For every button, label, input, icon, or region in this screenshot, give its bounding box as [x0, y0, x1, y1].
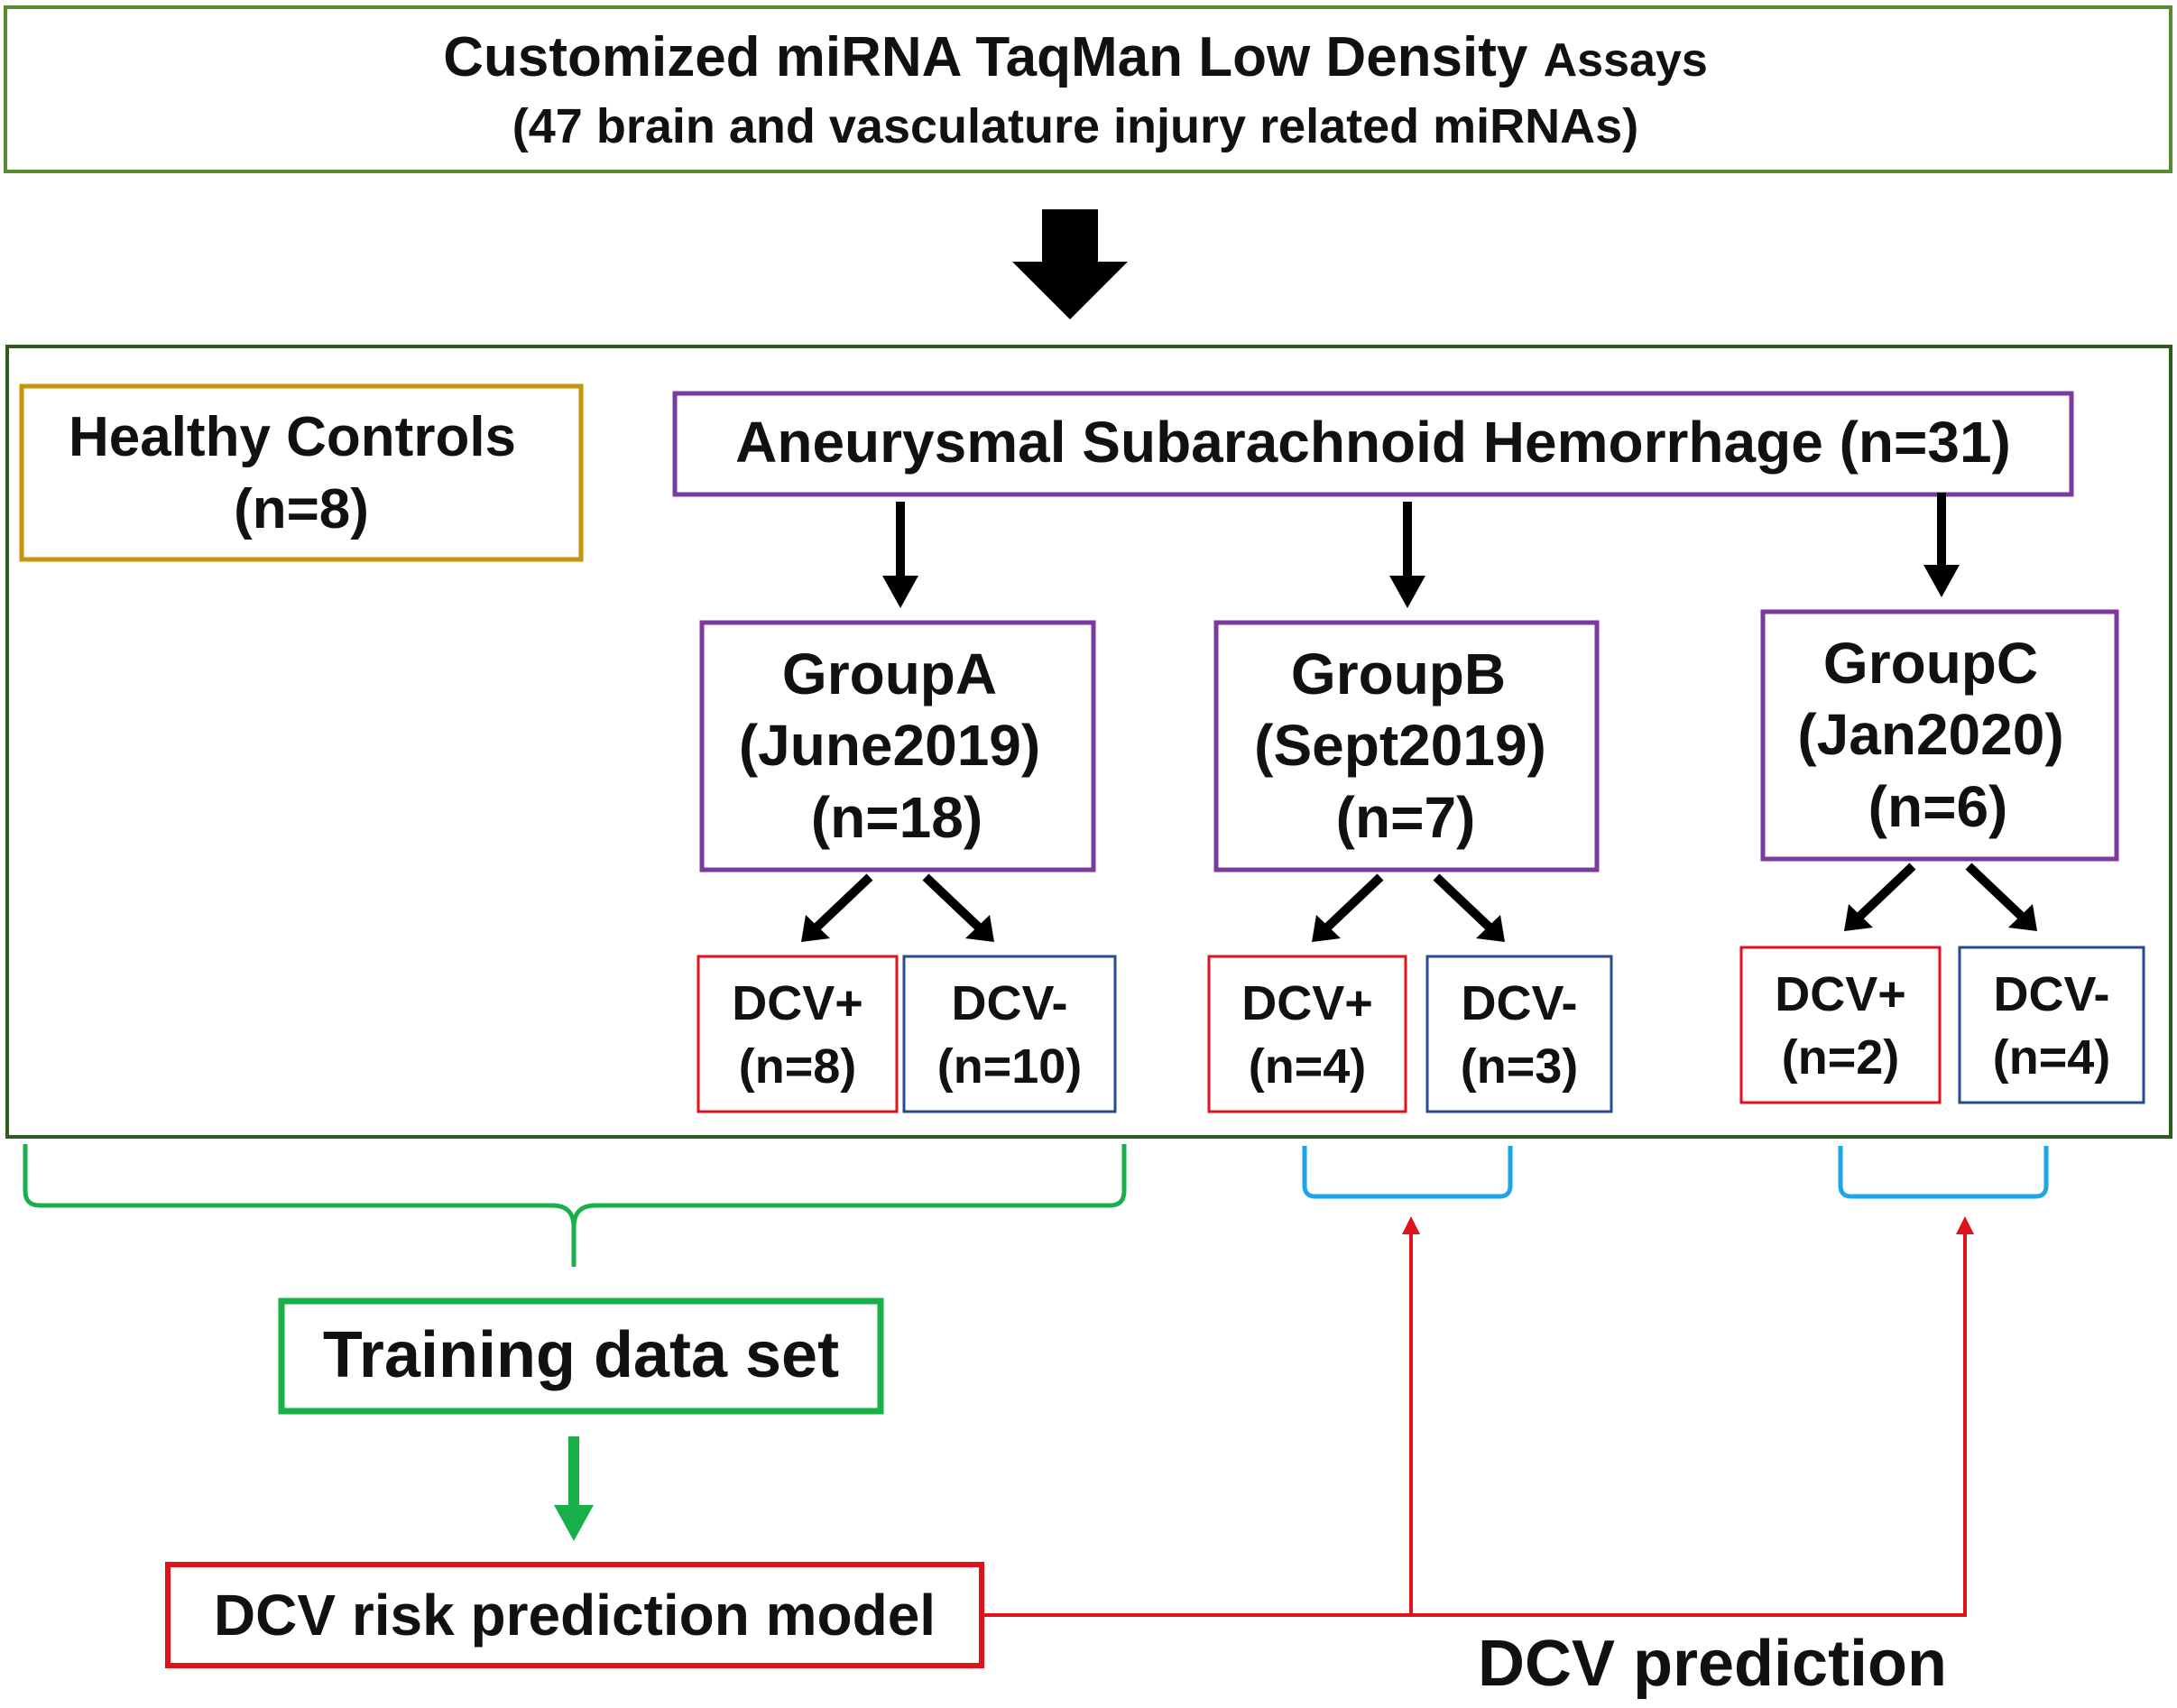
- group-a-box: GroupA (June2019) (n=18): [699, 620, 1096, 872]
- arrow-head-icon: [554, 1505, 594, 1541]
- arrow-head-icon: [2008, 904, 2037, 931]
- group-b-dcv-neg-count: (n=3): [1461, 1039, 1579, 1094]
- group-c-dcv-pos-box: DCV+ (n=2): [1739, 946, 1942, 1104]
- group-c-dcv-neg-label: DCV-: [1993, 967, 2109, 1021]
- group-c-box: GroupC (Jan2020) (n=6): [1760, 609, 2119, 862]
- group-c-dcv-neg-box: DCV- (n=4): [1958, 946, 2145, 1104]
- group-b-dcv-neg-box: DCV- (n=3): [1425, 955, 1613, 1113]
- arrow-head-icon: [1923, 565, 1960, 597]
- group-a-date: (June2019): [739, 713, 1040, 778]
- group-a-dcv-pos-count: (n=8): [739, 1039, 857, 1094]
- group-b-date: (Sept2019): [1254, 713, 1546, 778]
- training-label: Training data set: [323, 1319, 839, 1391]
- assay-title: Customized miRNA TaqMan Low Density Assa…: [443, 26, 1708, 88]
- healthy-controls-count: (n=8): [234, 478, 369, 540]
- group-c-count: (n=6): [1868, 774, 2008, 839]
- group-c-date: (Jan2020): [1797, 702, 2063, 767]
- arrow-head-icon: [965, 915, 994, 942]
- sah-box: Aneurysmal Subarachnoid Hemorrhage (n=31…: [672, 391, 2074, 497]
- group-a-dcv-neg-label: DCV-: [951, 976, 1067, 1030]
- training-to-model-arrow: [554, 1436, 594, 1541]
- down-arrow-icon: [1012, 209, 1128, 319]
- model-label: DCV risk prediction model: [214, 1583, 936, 1648]
- group-b-dcv-pos-box: DCV+ (n=4): [1207, 955, 1407, 1113]
- group-b-count: (n=7): [1336, 785, 1476, 850]
- healthy-controls-label: Healthy Controls: [69, 406, 516, 468]
- training-box: Training data set: [278, 1297, 884, 1415]
- training-bracket: [23, 1144, 1127, 1267]
- group-a-dcv-neg-box: DCV- (n=10): [902, 955, 1117, 1113]
- healthy-controls-box: Healthy Controls (n=8): [19, 383, 584, 562]
- group-a-name: GroupA: [782, 642, 997, 706]
- assay-title-small: Assays: [1544, 34, 1708, 87]
- group-c-dcv-neg-count: (n=4): [1993, 1030, 2111, 1085]
- group-a-dcv-pos-label: DCV+: [732, 976, 863, 1030]
- assay-title-main: Customized miRNA TaqMan Low Density: [443, 26, 1543, 88]
- group-b-dcv-pos-label: DCV+: [1241, 976, 1373, 1030]
- cohort-container: [5, 345, 2172, 1139]
- prediction-arrows: [983, 1216, 1974, 1617]
- group-a-count: (n=18): [811, 785, 982, 850]
- assay-box: Customized miRNA TaqMan Low Density Assa…: [4, 5, 2172, 173]
- arrow-head-icon: [1312, 915, 1341, 942]
- group-b-dcv-pos-count: (n=4): [1249, 1039, 1367, 1094]
- sah-label: Aneurysmal Subarachnoid Hemorrhage (n=31…: [735, 410, 2011, 475]
- group-c-dcv-pos-label: DCV+: [1775, 967, 1906, 1021]
- sah-to-groups-arrows: [882, 493, 1960, 608]
- group-a-dcv-pos-box: DCV+ (n=8): [696, 955, 899, 1113]
- group-a-dcv-neg-count: (n=10): [937, 1039, 1083, 1094]
- group-c-name: GroupC: [1823, 631, 2038, 696]
- model-box: DCV risk prediction model: [165, 1562, 984, 1668]
- arrow-head-icon: [1389, 576, 1425, 608]
- arrow-head-icon: [801, 915, 830, 942]
- group-b-dcv-neg-label: DCV-: [1461, 976, 1577, 1030]
- arrow-head-icon: [1476, 915, 1505, 942]
- group-c-dcv-pos-count: (n=2): [1782, 1030, 1900, 1085]
- assay-subtitle: (47 brain and vasculature injury related…: [512, 99, 1638, 153]
- group-b-bracket: [1302, 1146, 1513, 1199]
- group-b-name: GroupB: [1291, 642, 1506, 706]
- group-b-box: GroupB (Sept2019) (n=7): [1213, 620, 1600, 872]
- group-c-bracket: [1838, 1146, 2049, 1199]
- arrow-head-icon: [1844, 904, 1873, 931]
- group-to-dcv-arrows: [801, 863, 2037, 942]
- arrow-head-icon: [882, 576, 918, 608]
- prediction-label: DCV prediction: [1478, 1628, 1947, 1700]
